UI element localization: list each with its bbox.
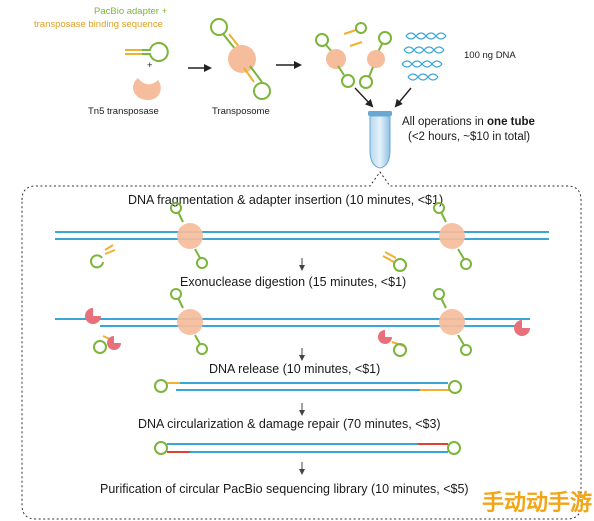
step-3-fragment (154, 379, 462, 394)
step-2-transposome-right (433, 288, 472, 356)
step-4-label: DNA circularization & damage repair (70 … (138, 417, 441, 431)
step-4-fragment (154, 441, 461, 455)
tube-note-prefix: All operations in (402, 116, 487, 128)
step-2-free-adapter-right (378, 330, 407, 357)
tube-note: All operations in one tube (402, 116, 535, 128)
dna-amount-label: 100 ng DNA (464, 50, 516, 61)
tube-icon (368, 111, 392, 169)
tube-note-bold: one tube (487, 116, 535, 128)
step-1-free-adapter-left (90, 244, 116, 269)
transposome-label: Transposome (212, 106, 270, 117)
watermark: 手动动手游 (482, 490, 592, 516)
step-1-free-adapter-right (382, 251, 407, 272)
transposome-mix-icon (315, 22, 392, 89)
free-adapter-icon (125, 42, 169, 62)
step-2-label: Exonuclease digestion (15 minutes, <$1) (180, 275, 406, 289)
tube-note-cost: (<2 hours, ~$10 in total) (408, 131, 530, 143)
adapter-label-2: transposase binding sequence (34, 19, 163, 30)
transposome-icon (210, 18, 271, 100)
arrow-dna-to-tube (394, 87, 412, 108)
adapter-legend: PacBio adapter + transposase binding seq… (34, 6, 168, 30)
step-1-transposome-left (170, 202, 208, 269)
tn5-label: Tn5 transposase (88, 106, 159, 117)
plus-sign: + (147, 60, 153, 71)
exonuclease-right (514, 320, 530, 336)
step-5-label: Purification of circular PacBio sequenci… (100, 482, 469, 496)
workflow-box (21, 171, 582, 520)
tn5-transposase-shape (133, 78, 161, 100)
step-2-transposome-left (170, 288, 208, 355)
step-1-dna (55, 231, 549, 240)
step-1-transposome-right (433, 202, 472, 270)
adapter-label: PacBio adapter + (94, 6, 168, 17)
step-3-label: DNA release (10 minutes, <$1) (209, 362, 380, 376)
step-1-label: DNA fragmentation & adapter insertion (1… (128, 193, 443, 207)
dna-helices-icon (401, 32, 447, 81)
step-2-free-adapter-left (93, 335, 121, 354)
arrow-mix-to-tube (354, 87, 374, 108)
exonuclease-left-top (85, 308, 101, 324)
